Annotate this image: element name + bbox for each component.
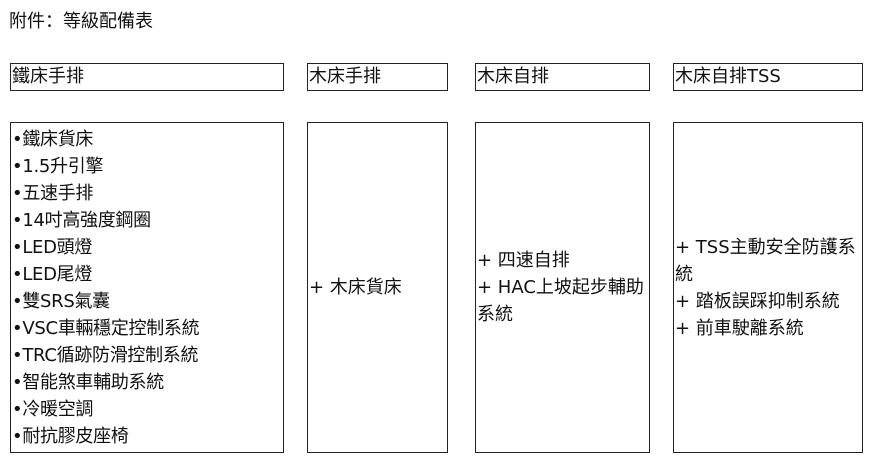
features-wood-auto-tss: + TSS主動安全防護系統 + 踏板誤踩抑制系統 + 前車駛離系統 [673,122,863,453]
feature-item: + 前車駛離系統 [675,317,804,339]
feature-item: + 木床貨床 [309,277,402,298]
feature-item: + 四速自排 [477,250,570,271]
feature-item: •耐抗膠皮座椅 [12,425,129,447]
feature-item: •1.5升引擎 [12,155,104,177]
feature-item: •冷暖空調 [12,398,94,420]
feature-item: •鐵床貨床 [12,128,94,150]
feature-item: •VSC車輛穩定控制系統 [12,317,200,339]
header-wood-auto-tss: 木床自排TSS [673,63,863,91]
feature-item: •TRC循跡防滑控制系統 [12,344,199,366]
header-wood-manual: 木床手排 [307,63,448,91]
feature-item: + TSS主動安全防護系統 [675,236,856,285]
feature-item: + HAC上坡起步輔助系統 [477,277,644,325]
feature-item: •雙SRS氣囊 [12,290,110,312]
page-title: 附件：等級配備表 [9,11,153,32]
header-steel-manual: 鐵床手排 [10,63,284,91]
feature-item: + 踏板誤踩抑制系統 [675,290,840,312]
header-wood-auto: 木床自排 [475,63,650,91]
features-wood-auto: + 四速自排 + HAC上坡起步輔助系統 [475,122,650,453]
feature-item: •LED頭燈 [12,236,93,258]
features-wood-manual: + 木床貨床 [307,122,448,453]
feature-item: •14吋高強度鋼圈 [12,209,151,231]
features-steel-manual: •鐵床貨床 •1.5升引擎 •五速手排 •14吋高強度鋼圈 •LED頭燈 •LE… [10,122,284,453]
feature-item: •智能煞車輔助系統 [12,371,164,393]
feature-item: •五速手排 [12,182,94,204]
feature-item: •LED尾燈 [12,263,93,285]
